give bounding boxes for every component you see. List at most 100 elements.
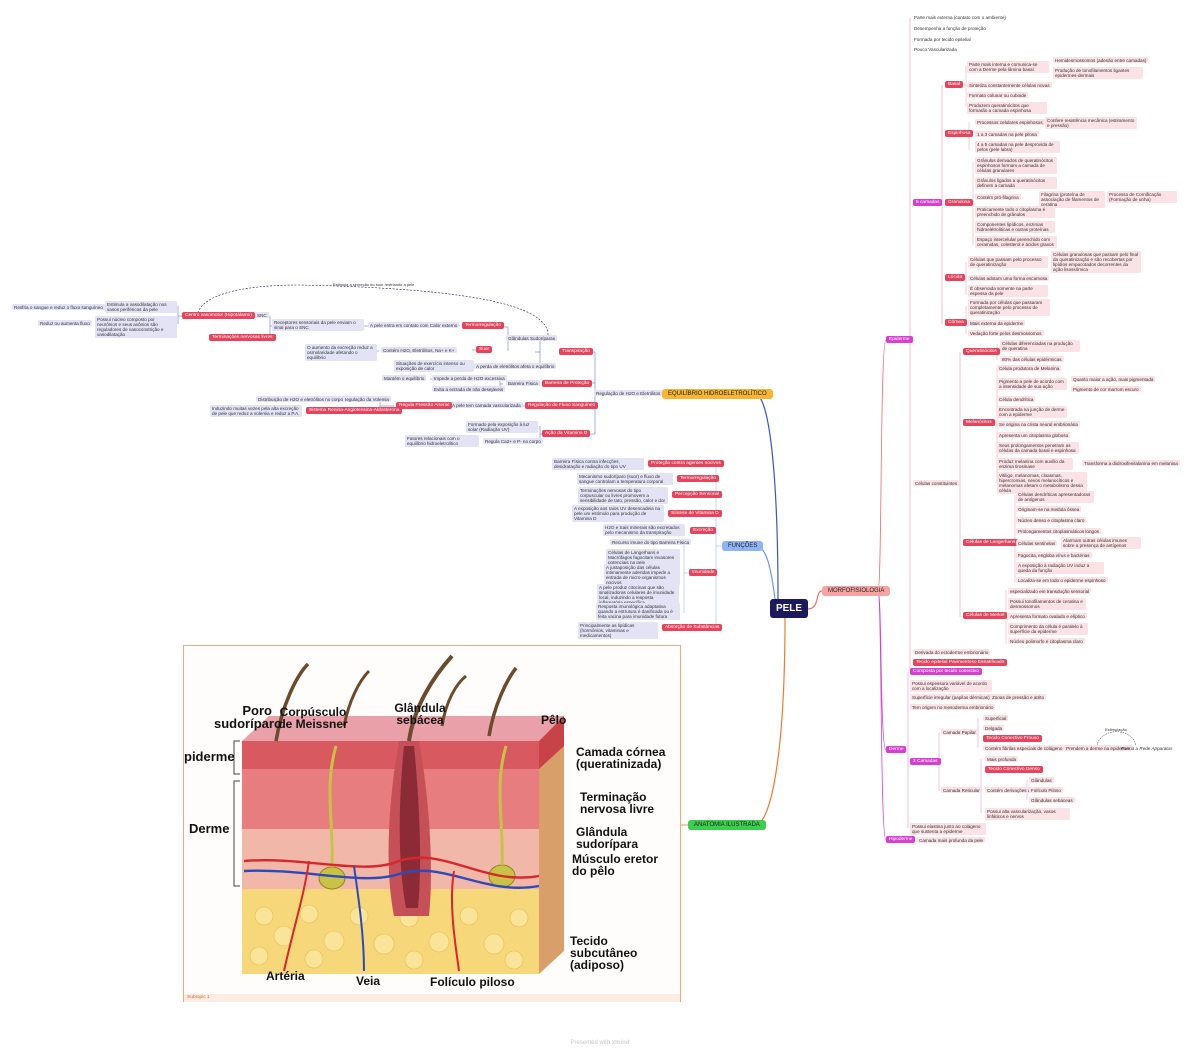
node-granulosa[interactable]: Granulosa (945, 199, 974, 207)
node-regula-pressao[interactable]: Regula Pressão Arterial (396, 402, 453, 410)
node-cornea[interactable]: Córnea (945, 319, 967, 327)
lucida-item: Células que passam pelo processo de quer… (968, 256, 1048, 268)
connector-anatomia (754, 617, 786, 826)
estimulacao-arc (1096, 731, 1137, 747)
contem-h2o: Contém H2O, Eletrólitos, Na+ e K+ (381, 347, 457, 354)
node-epiderme[interactable]: Epiderme (886, 336, 913, 344)
func-excrecao[interactable]: Excreção (690, 527, 716, 535)
connector-morfo-derme (877, 590, 887, 751)
granulosa-item: Contém pró-filagrina (975, 194, 1021, 201)
imunidade-item: A justaposição das células intimamente a… (604, 564, 680, 587)
node-transpiracao[interactable]: Transpiração (559, 348, 593, 356)
branch-funcoes[interactable]: FUNÇÕES (722, 541, 764, 551)
func-protecao-desc: Barreira Física contra infecções, desidr… (552, 458, 644, 470)
perda-eletrolitos: A perda de eletrólitos afeta o equilíbri… (474, 363, 557, 370)
branch-anatomia[interactable]: ANATOMIA ILUSTRADA (688, 820, 766, 830)
aumento-excrecao: O aumento da excreção reduz a osmolarida… (305, 344, 377, 361)
node-suor[interactable]: Suor (476, 346, 493, 354)
branch-morfofisiologia[interactable]: MORFOFISIOLOGIA (822, 586, 891, 596)
transforma: Transforma a diidroxifenilalanina em mel… (1082, 460, 1180, 467)
formado-luz: Formado pela exposição à luz solar (Radi… (466, 421, 538, 433)
label-glandula-sudoripara: Glândula sudorípara (576, 825, 639, 851)
func-imunidade (683, 541, 689, 613)
node-celulas-constituintes[interactable]: Células constituintes (913, 480, 960, 487)
node-hipoderme[interactable]: Hipoderme (886, 836, 916, 844)
node-sistema-renina[interactable]: Sistema Renina-Angiotensina-Aldosterona (306, 407, 403, 415)
lucida-sub: Células granulosas que passam pelo final… (1051, 251, 1141, 274)
illustration-subtopic[interactable]: Subtopic 1 (184, 994, 680, 1002)
node-basal[interactable]: Basal (945, 81, 963, 89)
footer-brand: xmind (611, 1040, 630, 1046)
langerhans-item: Prolongamentos citoplasmáticos longos (1016, 528, 1101, 535)
label-camada-cornea: Camada córnea (queratinizada) (576, 745, 666, 771)
node-2-camadas[interactable]: 2 Camadas (910, 758, 941, 766)
papilar-tecido[interactable]: Tecido Conectivo Frouxo (983, 735, 1042, 743)
reduz-fluxo: Reduz ou aumenta fluxo (38, 320, 92, 327)
node-glandulas-sudoriparas[interactable]: Glândulas Sudoríparas (506, 335, 557, 342)
node-camada-papilar[interactable]: Camada Papilar (941, 729, 978, 736)
node-lucida[interactable]: Lúcida (945, 274, 966, 282)
node-vitamina-d[interactable]: Ação da Vitamina D (542, 430, 591, 438)
label-foliculo: Folículo piloso (430, 975, 515, 989)
regulacao-volemia: Regulação da Volemia (341, 396, 391, 403)
node-merkel[interactable]: Células de Merkel (963, 612, 1008, 620)
node-camada-reticular[interactable]: Camada Reticular (941, 787, 982, 794)
espinhosa-item: 1 a 3 camadas na pele pilosa (975, 131, 1039, 138)
reticular-item: Possui alta vascularização, vasos linfát… (985, 808, 1070, 820)
reticular-item: Contém derivações da epiderme (985, 787, 1056, 794)
func-termorregulacao[interactable]: Termorregulação (677, 475, 719, 483)
impede-perda: Impede a perda de H2O excessiva (432, 375, 507, 382)
filagrina: Filagrina (proteína de associação de fil… (1039, 191, 1105, 208)
node-regulacao-h2o[interactable]: Regulação de H2O e Eletrólitos (594, 390, 663, 397)
node-centro-vasomotor[interactable]: Centro vasomotor (Hipotálamo) (182, 312, 255, 320)
branch-equilibrio[interactable]: EQUILÍBRIO HIDROELETROLÍTICO (662, 389, 773, 399)
label-poro: Poro sudoríparo (214, 703, 282, 731)
label-pelo: Pêlo (541, 713, 567, 727)
skin-illustration-frame[interactable]: Poro sudoríparo Corpúsculo de Meissner G… (183, 645, 681, 1002)
connector-equilibrio (754, 393, 779, 600)
node-5-camadas[interactable]: 5 camadas (913, 199, 943, 207)
node-langerhans[interactable]: Células de Langerhans (963, 539, 1019, 547)
regula-ca: Regula Ca2+ e P- no corpo (483, 438, 543, 445)
node-snc[interactable]: SNC (255, 312, 269, 319)
epiderme-tecido[interactable]: Tecido epitelial Pavimentoso Estratifica… (913, 659, 1008, 667)
epiderme-item: Parte mais externa (contato com o ambien… (914, 15, 1006, 20)
func-imunidade[interactable]: Imunidade (689, 569, 718, 577)
derivacao: Glândulas sebáceas (1029, 797, 1075, 804)
connector-morfo-hipoderme (877, 590, 887, 841)
node-barreira-protecao[interactable]: Barreira de Proteção (542, 380, 593, 388)
induzindo: Induzindo muitas vezes pela alta excreçã… (210, 405, 302, 417)
func-vitamina-d[interactable]: Síntese de Vitamina D (668, 510, 722, 518)
papilar-item: Superficial (983, 715, 1009, 722)
estimula-vasodilatacao: Estimula a vasodilatação nos vasos perif… (105, 301, 177, 313)
node-espinhosa[interactable]: Espinhosa (945, 130, 974, 138)
node-melanocitos[interactable]: Melanócitos (963, 419, 995, 427)
imunidade-item: Recurso imune do tipo Barreira Física (610, 539, 692, 546)
root-node-pele[interactable]: PELE (770, 599, 808, 618)
langerhans-item: A exposição à radiação UV induz a queda … (1016, 562, 1104, 574)
granulosa-item: Componentes lipídicos, enzimas hidroelét… (975, 221, 1055, 233)
node-barreira-fisica[interactable]: Barreira Física (506, 380, 540, 387)
node-regulacao-fluxo[interactable]: Regulação do Fluxo Sanguíneo (525, 402, 599, 410)
connector-morfo-epiderme (877, 339, 887, 592)
node-termorregulacao[interactable]: Termorregulação (462, 322, 504, 330)
epiderme-item: Desempenha a função de proteção (914, 26, 986, 31)
node-terminacoes[interactable]: Terminações nervosas livres (209, 334, 276, 342)
basal-item: Formato colunar ou cuboide (967, 92, 1029, 99)
footer-credit: Presented with xmind (0, 1040, 1200, 1046)
langerhans-item: Fagocita, engloba vírus e bactérias (1016, 552, 1092, 559)
queratinocitos-item: Células diferenciadas na produção de que… (1000, 340, 1080, 352)
derme-composta[interactable]: Composta por tecido conectivo (910, 668, 982, 676)
cornea-item: Vedação forte pelos desmossomos (968, 330, 1044, 337)
func-absorcao[interactable]: Absorção de Substâncias (662, 624, 723, 632)
func-protecao[interactable]: Proteção contra agentes nocivos (648, 460, 724, 468)
label-musculo: Músculo eretor do pêlo (572, 852, 659, 878)
basal-item: Produzem queratinócitos que formarão a c… (967, 102, 1047, 114)
node-derme[interactable]: Derme (886, 746, 907, 754)
node-queratinocitos[interactable]: Queratinócitos (963, 348, 1000, 356)
reticular-tecido[interactable]: Tecido Conectivo Denso (985, 766, 1043, 774)
func-percepcao[interactable]: Percepção Sensorial (672, 491, 723, 499)
espinhosa-sub: Confere resistência mecânica (estirament… (1045, 117, 1137, 129)
lucida-item: Células adotam uma forma escamosa (968, 275, 1050, 282)
melanocitos-item: Encontrada na junção de derme com a epid… (997, 406, 1067, 418)
